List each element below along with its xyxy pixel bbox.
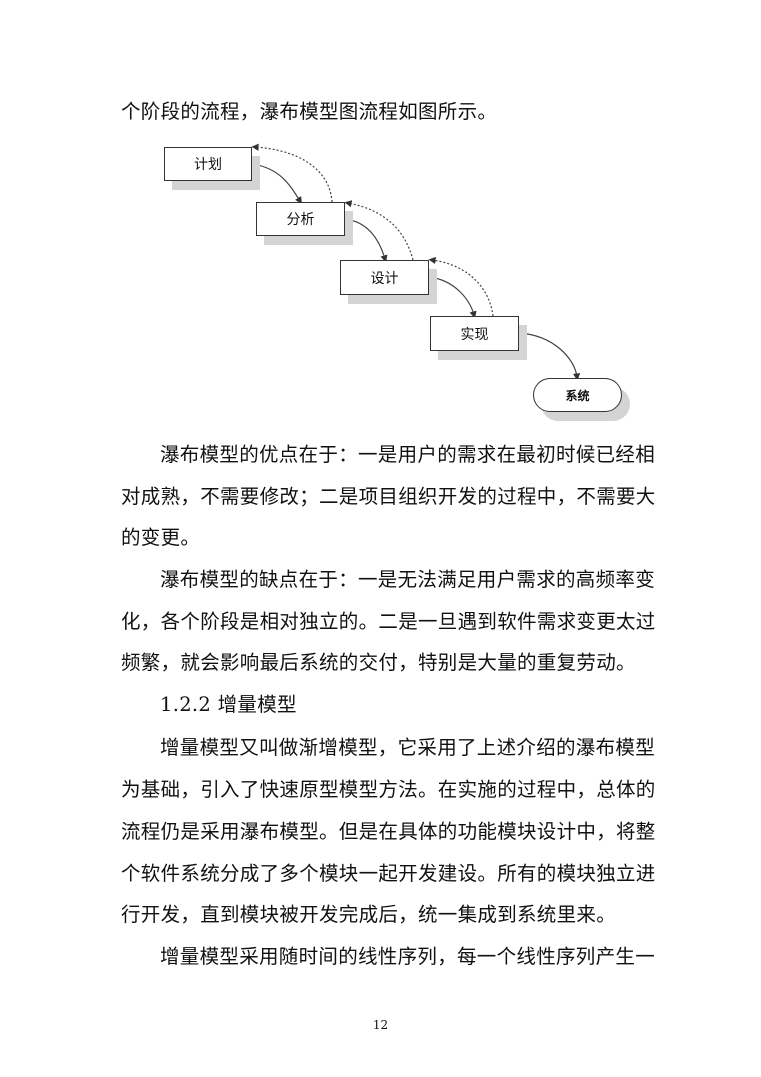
paragraph-line: 化，各个阶段是相对独立的。二是一旦遇到软件需求变更太过 — [121, 610, 656, 633]
paragraph-line: 行开发，直到模块被开发完成后，统一集成到系统里来。 — [121, 903, 617, 926]
arrow-forward — [428, 276, 477, 319]
paragraph-line: 的变更。 — [121, 526, 201, 549]
stage-box-plan: 计划 — [164, 147, 252, 181]
end-node-system: 系统 — [533, 378, 622, 412]
paragraph-line: 频繁，就会影响最后系统的交付，特别是大量的重复劳动。 — [121, 651, 636, 674]
arrow-forward — [517, 332, 581, 381]
arrow-forward — [344, 218, 388, 263]
paragraph-line: 流程仍是采用瀑布模型。但是在具体的功能模块设计中，将整 — [121, 820, 656, 843]
paragraph-line: 增量模型又叫做渐增模型，它采用了上述介绍的瀑布模型 — [160, 736, 656, 759]
paragraph-line: 个软件系统分成了多个模块一起开发建设。所有的模块独立进 — [121, 862, 656, 885]
arrow-back — [344, 200, 414, 261]
paragraph-line: 为基础，引入了快速原型模型方法。在实施的过程中，总体的 — [121, 778, 656, 801]
paragraph-line: 对成熟，不需要修改；二是项目组织开发的过程中，不需要大 — [121, 485, 656, 508]
paragraph-line: 增量模型采用随时间的线性序列，每一个线性序列产生一 — [160, 945, 656, 968]
paragraph-line: 瀑布模型的优点在于：一是用户的需求在最初时候已经相 — [160, 443, 656, 466]
arrow-back — [251, 143, 333, 203]
stage-box-design: 设计 — [340, 260, 429, 295]
stage-box-implement: 实现 — [430, 316, 519, 351]
arrow-back — [428, 256, 494, 317]
paragraph-line: 瀑布模型的缺点在于：一是无法满足用户需求的高频率变 — [160, 568, 656, 591]
arrow-forward — [251, 163, 302, 205]
paragraph-line: 个阶段的流程，瀑布模型图流程如图所示。 — [121, 100, 498, 123]
stage-box-analysis: 分析 — [256, 202, 345, 236]
page-number: 12 — [372, 1018, 389, 1032]
section-heading: 1.2.2 增量模型 — [160, 693, 297, 716]
diagram-arrows — [251, 143, 581, 381]
